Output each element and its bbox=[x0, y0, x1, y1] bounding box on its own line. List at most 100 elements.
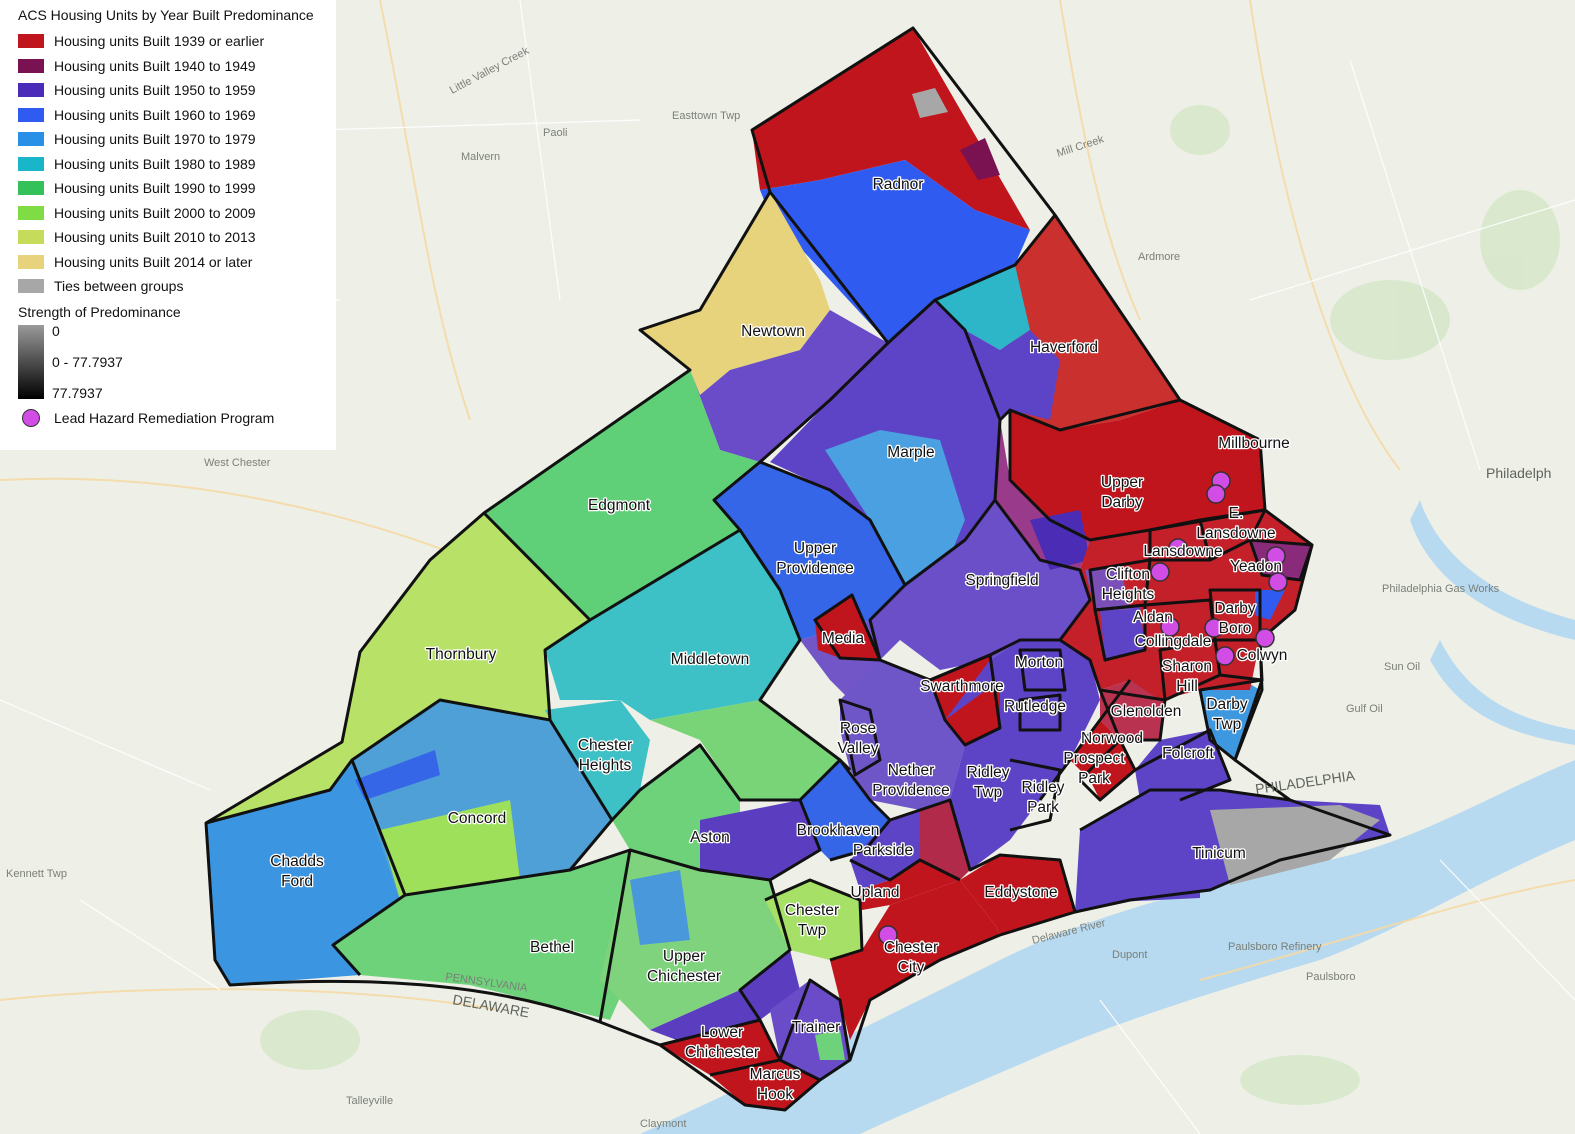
legend-class-item: Housing units Built 1990 to 1999 bbox=[18, 176, 328, 201]
legend-color-swatch bbox=[18, 230, 44, 245]
municipality-label-springfield: Springfield bbox=[965, 572, 1038, 589]
municipality-label-line: Middletown bbox=[671, 651, 749, 668]
municipality-label-line: Trainer bbox=[792, 1019, 841, 1036]
area-darbyboro-1960 bbox=[1255, 590, 1285, 620]
municipality-label-line: Collingdale bbox=[1135, 633, 1212, 650]
municipality-label-line: Darby bbox=[1214, 600, 1256, 617]
municipality-label-line: Ridley bbox=[1021, 779, 1064, 796]
municipality-label-line: Lansdowne bbox=[1196, 525, 1275, 542]
lead-site-marker[interactable] bbox=[1160, 617, 1180, 637]
municipality-label-line: Park bbox=[1027, 799, 1059, 816]
area-middletown-1980 bbox=[545, 530, 800, 720]
municipality-label-line: Yeadon bbox=[1230, 558, 1282, 575]
municipality-label-line: Lansdowne bbox=[1143, 543, 1222, 560]
municipality-label-line: City bbox=[898, 959, 925, 976]
municipality-label-millbourne: Millbourne bbox=[1218, 435, 1290, 452]
area-eddystone-1939 bbox=[960, 855, 1075, 935]
municipality-label-line: Norwood bbox=[1081, 730, 1143, 747]
legend-class-label: Housing units Built 1960 to 1969 bbox=[54, 106, 256, 123]
area-bethel-1990 bbox=[333, 850, 650, 1020]
area-concord-2000 bbox=[380, 800, 520, 900]
municipality-label-line: Tinicum bbox=[1192, 845, 1246, 862]
municipality-label-aston: Aston bbox=[690, 829, 730, 846]
legend-class-label: Housing units Built 1970 to 1979 bbox=[54, 131, 256, 148]
municipality-label-aldan: Aldan bbox=[1133, 609, 1173, 626]
municipality-label-line: Rutledge bbox=[1004, 698, 1066, 715]
label-kennett: Kennett Twp bbox=[6, 868, 67, 880]
municipality-label-rutledge: Rutledge bbox=[1004, 698, 1066, 715]
municipality-label-newtown: Newtown bbox=[741, 323, 805, 340]
municipality-label-haverford: Haverford bbox=[1030, 339, 1098, 356]
municipality-label-eddystone: Eddystone bbox=[984, 884, 1057, 901]
lead-site-marker[interactable] bbox=[878, 925, 898, 945]
legend-class-item: Housing units Built 1970 to 1979 bbox=[18, 127, 328, 152]
area-aldan-1950 bbox=[1100, 605, 1145, 660]
label-west-chester: West Chester bbox=[204, 457, 271, 469]
area-folcroft-1950 bbox=[1135, 730, 1230, 800]
municipality-label-edgmont: Edgmont bbox=[588, 497, 651, 514]
strength-label-min: 0 bbox=[52, 322, 60, 339]
area-springfield-1950 bbox=[870, 500, 1090, 670]
choropleth-layer bbox=[206, 28, 1390, 1110]
municipality-label-line: Upland bbox=[850, 884, 899, 901]
municipality-label-line: Marple bbox=[887, 444, 934, 461]
lead-site-marker[interactable] bbox=[1150, 562, 1170, 582]
municipality-label-line: Newtown bbox=[741, 323, 805, 340]
lead-site-marker[interactable] bbox=[1268, 572, 1288, 592]
legend-color-swatch bbox=[18, 156, 44, 171]
municipality-label-line: Aston bbox=[690, 829, 730, 846]
municipality-label-line: Chester bbox=[785, 902, 839, 919]
municipality-label-colwyn: Colwyn bbox=[1237, 647, 1288, 664]
municipality-label-lansdowne: Lansdowne bbox=[1143, 543, 1222, 560]
municipality-label-norwood: Norwood bbox=[1081, 730, 1143, 747]
municipality-label-line: Folcroft bbox=[1162, 745, 1214, 762]
area-haverford-1980 bbox=[935, 265, 1030, 350]
lead-site-marker[interactable] bbox=[1204, 618, 1224, 638]
legend-color-swatch bbox=[18, 107, 44, 122]
area-haverford-1950 bbox=[965, 330, 1060, 420]
municipality-label-line: Sharon bbox=[1162, 658, 1212, 675]
municipality-label-line: Providence bbox=[872, 782, 950, 799]
area-aston-1950 bbox=[700, 800, 820, 880]
municipality-label-line: Providence bbox=[776, 560, 854, 577]
municipality-label-swarthmore: Swarthmore bbox=[920, 678, 1004, 695]
municipality-label-line: Darby bbox=[1101, 494, 1143, 511]
area-chesterheights-1980 bbox=[545, 700, 650, 820]
lead-site-marker[interactable] bbox=[1206, 484, 1226, 504]
area-radnor-1940 bbox=[960, 138, 1000, 180]
legend-class-label: Housing units Built 1980 to 1989 bbox=[54, 155, 256, 172]
map-legend: ACS Housing Units by Year Built Predomin… bbox=[0, 0, 336, 450]
lead-site-marker[interactable] bbox=[1168, 538, 1188, 558]
municipality-label-line: Bethel bbox=[530, 939, 574, 956]
legend-class-item: Housing units Built 2010 to 2013 bbox=[18, 225, 328, 250]
municipality-label-trainer: Trainer bbox=[792, 1019, 841, 1036]
municipality-label-line: Twp bbox=[798, 922, 826, 939]
label-easttown: Easttown Twp bbox=[672, 110, 740, 122]
legend-lead-program-label: Lead Hazard Remediation Program bbox=[54, 409, 275, 426]
municipality-label-line: Hook bbox=[757, 1086, 793, 1103]
municipality-label-line: Twp bbox=[974, 784, 1002, 801]
municipality-label-thornbury: Thornbury bbox=[426, 646, 497, 663]
municipality-label-middletown: Middletown bbox=[671, 651, 749, 668]
legend-class-label: Ties between groups bbox=[54, 278, 184, 295]
lead-site-marker[interactable] bbox=[1266, 546, 1286, 566]
municipality-label-line: Rose bbox=[840, 720, 876, 737]
municipality-label-parkside: Parkside bbox=[853, 842, 913, 859]
legend-color-swatch bbox=[18, 83, 44, 98]
legend-class-item: Housing units Built 2014 or later bbox=[18, 250, 328, 275]
lead-site-marker[interactable] bbox=[1215, 646, 1235, 666]
municipality-label-radnor: Radnor bbox=[873, 176, 924, 193]
municipality-label-line: Haverford bbox=[1030, 339, 1098, 356]
municipality-label-collingdale: Collingdale bbox=[1135, 633, 1212, 650]
lead-site-marker[interactable] bbox=[1255, 628, 1275, 648]
municipality-label-line: Aldan bbox=[1133, 609, 1173, 626]
